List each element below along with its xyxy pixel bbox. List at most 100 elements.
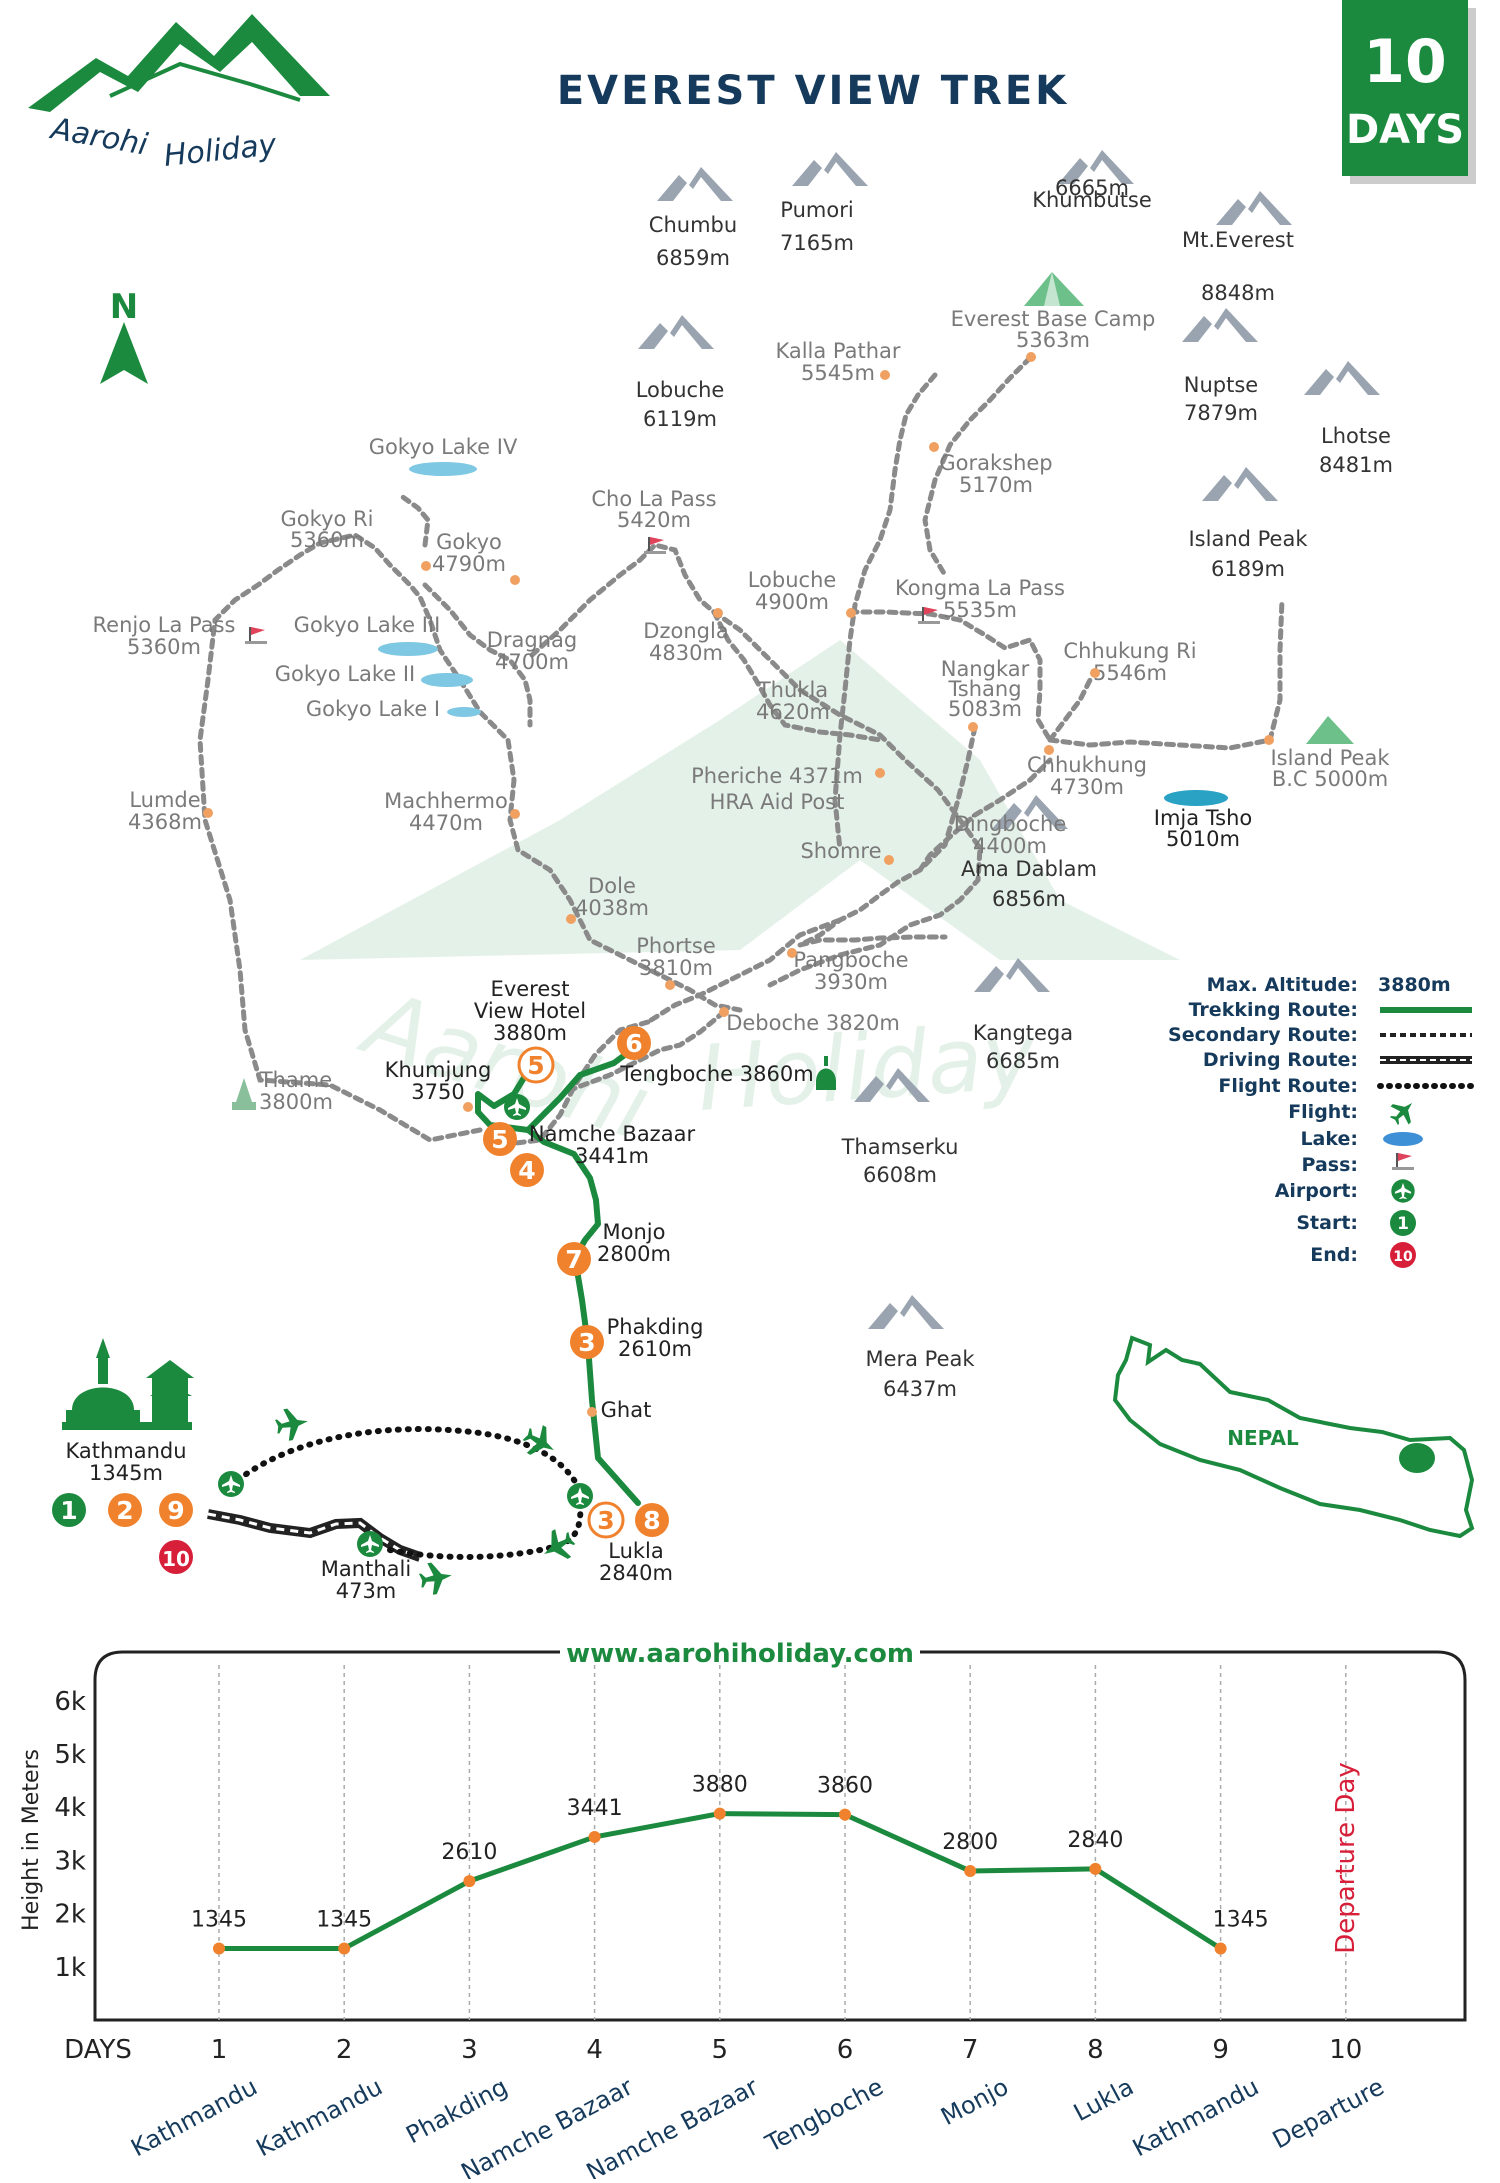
- chart-point: [213, 1942, 225, 1955]
- peak-name: Pumori: [780, 198, 853, 222]
- driving-route-center: [207, 1512, 421, 1559]
- mountain-icon: [657, 167, 733, 201]
- category-label: Tengboche: [760, 2073, 888, 2159]
- day-badge-b3: 3: [570, 1325, 604, 1359]
- days-badge: 10 DAYS: [1342, 0, 1476, 184]
- waypoint-dot: [1026, 352, 1036, 362]
- route-place-altitude: 2840m: [599, 1561, 673, 1585]
- place-name: Kongma La Pass: [895, 576, 1065, 600]
- route-place-name: Lukla: [608, 1539, 664, 1563]
- legend-lake: Lake:: [1300, 1128, 1423, 1150]
- waypoint-dot: [665, 980, 675, 990]
- chart-point: [463, 1875, 476, 1888]
- legend-badge: [1390, 1210, 1416, 1236]
- waypoint-dot: [875, 768, 885, 778]
- secondary-routes: [197, 355, 1285, 1148]
- legend-badge-text: 1: [1397, 1214, 1409, 1234]
- legend-driving: Driving Route:: [1203, 1049, 1472, 1071]
- day-badge-b5-evh: 5: [517, 1046, 555, 1084]
- place-altitude: HRA Aid Post: [710, 790, 845, 814]
- route-place-altitude: 473m: [336, 1579, 397, 1603]
- legend-label: Secondary Route:: [1168, 1024, 1358, 1046]
- day-badge-k10: 10: [159, 1540, 193, 1574]
- place-name: Dzongla: [643, 619, 728, 643]
- day-label: 9: [1212, 2035, 1229, 2065]
- day-badge-k2: 2: [108, 1493, 142, 1527]
- kathmandu-temple-icon: [62, 1338, 194, 1430]
- peak-altitude: 7879m: [1184, 401, 1258, 425]
- place-name: Thukla: [757, 678, 828, 702]
- route-place-altitude: 2610m: [618, 1337, 692, 1361]
- lakes: [378, 462, 1228, 806]
- north-label: N: [110, 287, 138, 327]
- place-altitude: 4830m: [649, 641, 723, 665]
- place-gokyo-lake-3: Gokyo Lake III: [294, 613, 441, 637]
- waypoint-dot: [713, 608, 723, 618]
- chart-ylabel: Height in Meters: [19, 1749, 44, 1931]
- legend-maxalt: Max. Altitude:3880m: [1207, 974, 1451, 996]
- day-badge-b4: 4: [510, 1153, 544, 1187]
- nepal-everest-region-marker: [1399, 1443, 1435, 1473]
- website-link[interactable]: www.aarohiholiday.com: [566, 1639, 914, 1669]
- category-label: Kathmandu: [252, 2073, 387, 2163]
- route-place-name-2: View Hotel: [474, 999, 586, 1023]
- legend-label: Trekking Route:: [1189, 999, 1358, 1021]
- place-gokyo-lake-2: Gokyo Lake II: [275, 662, 415, 686]
- place-altitude: 5535m: [943, 598, 1017, 622]
- mountain-icon: [1216, 191, 1292, 225]
- place-altitude: 4620m: [756, 700, 830, 724]
- place-name: Island Peak: [1270, 746, 1390, 770]
- route-place-ghat: Ghat: [601, 1398, 652, 1422]
- legend-label: Start:: [1296, 1212, 1358, 1234]
- place-name: Kalla Pathar: [775, 339, 900, 363]
- peak-name: Lhotse: [1321, 424, 1391, 448]
- place-name: Dragnag: [487, 628, 578, 652]
- peak-altitude: 6608m: [863, 1163, 937, 1187]
- waypoint-dot: [719, 1007, 729, 1017]
- chart-value-label: 2610: [441, 1840, 497, 1865]
- place-name: Renjo La Pass: [93, 613, 236, 637]
- route-place-name: Manthali: [321, 1557, 411, 1581]
- badge-day: 9: [167, 1496, 184, 1525]
- legend-label: Pass:: [1302, 1154, 1358, 1176]
- peak-name: Kangtega: [973, 1021, 1073, 1045]
- chart-value-label: 2840: [1067, 1828, 1123, 1853]
- badge-day: 3: [597, 1506, 614, 1535]
- peaks: Chumbu6859mPumori7165mKhumbutse6665mMt.E…: [636, 150, 1393, 1401]
- peak-altitude: 6437m: [883, 1377, 957, 1401]
- peak-altitude: 7165m: [780, 231, 854, 255]
- legend-pass: Pass:: [1302, 1153, 1414, 1176]
- place-altitude: 4900m: [755, 590, 829, 614]
- day-badge-b8: 8: [635, 1503, 669, 1537]
- category-label: Lukla: [1069, 2073, 1138, 2128]
- category-label: Kathmandu: [1128, 2073, 1263, 2163]
- chart-points: [213, 1807, 1227, 1955]
- day-badge-b5: 5: [483, 1122, 517, 1156]
- peak-name: Mt.Everest: [1182, 228, 1294, 252]
- chart-value-label: 1345: [1213, 1907, 1269, 1932]
- svg-text:Holiday: Holiday: [694, 1003, 1041, 1131]
- day-label: 6: [837, 2035, 854, 2065]
- place-shomre: Shomre: [800, 839, 881, 863]
- chart-point: [713, 1807, 726, 1820]
- place-altitude: B.C 5000m: [1272, 767, 1388, 791]
- peak-altitude: 6189m: [1211, 557, 1285, 581]
- peak-name: Ama Dablam: [961, 857, 1097, 881]
- y-tick-label: 6k: [54, 1687, 86, 1717]
- peak-name: Chumbu: [649, 213, 737, 237]
- place-altitude: 5420m: [617, 508, 691, 532]
- route-place-tengboche: Tengboche 3860m: [619, 1062, 813, 1086]
- plane-icon-1: [273, 1405, 311, 1443]
- badge-day: 5: [491, 1125, 508, 1154]
